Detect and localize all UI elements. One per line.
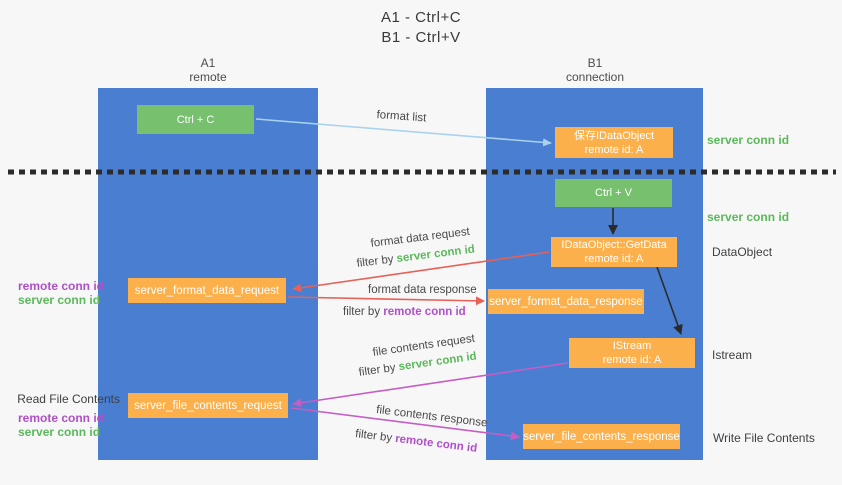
- server-conn-id-note-1: server conn id: [18, 293, 101, 307]
- server-file-contents-response-box: server_file_contents_response: [523, 424, 680, 449]
- file-request-arrow: [292, 362, 569, 408]
- column-header-a1: A1 remote: [128, 56, 288, 84]
- column-header-b1: B1 connection: [515, 56, 675, 84]
- save-dataobject-line1: 保存IDataObject: [573, 129, 655, 142]
- getdata-box: IDataObject::GetData remote id: A: [551, 237, 677, 267]
- server-format-data-request-box: server_format_data_request: [128, 278, 286, 303]
- istream-box: IStream remote id: A: [569, 338, 695, 368]
- ctrl-c-box: Ctrl + C: [137, 105, 254, 134]
- server-file-contents-request-box: server_file_contents_request: [128, 393, 288, 418]
- getdata-line1: IDataObject::GetData: [561, 239, 667, 251]
- remote-conn-id-note-1: remote conn id: [18, 279, 105, 293]
- dataobject-note: DataObject: [712, 245, 773, 259]
- column-a1-subtitle: remote: [189, 70, 227, 84]
- format-list-arrow: [255, 118, 552, 147]
- format-request-arrow: [292, 251, 550, 293]
- filter-by-remote-conn-id-label-1: filter by remote conn id: [343, 306, 466, 318]
- server-file-contents-response-label: server_file_contents_response: [523, 430, 680, 443]
- save-dataobject-box: 保存IDataObject remote id: A: [555, 127, 673, 158]
- istream-line1: IStream: [612, 340, 652, 352]
- format-response-arrow: [287, 296, 485, 306]
- server-conn-id-note-mid: server conn id: [707, 210, 790, 224]
- getdata-line2: remote id: A: [584, 253, 644, 265]
- read-file-contents-note: Read File Contents: [17, 392, 120, 406]
- format-data-response-label: format data response: [368, 284, 477, 296]
- istream-line2: remote id: A: [602, 354, 662, 366]
- server-conn-id-note-top: server conn id: [707, 133, 790, 147]
- column-b1-subtitle: connection: [565, 70, 625, 84]
- server-format-data-response-label: server_format_data_response: [489, 295, 643, 308]
- column-a1-name: A1: [200, 56, 216, 70]
- ctrl-v-box: Ctrl + V: [555, 179, 672, 207]
- ctrl-c-label: Ctrl + C: [176, 113, 215, 126]
- title-line-1: A1 - Ctrl+C: [380, 9, 462, 26]
- remote-conn-id-note-2: remote conn id: [18, 411, 105, 425]
- getdata-to-istream-arrow: [656, 266, 683, 335]
- istream-note: Istream: [712, 348, 753, 362]
- remote-conn-id-text: remote conn id: [383, 306, 466, 318]
- diagram-title: A1 - Ctrl+C B1 - Ctrl+V: [0, 8, 842, 48]
- filter-by-text: filter by: [343, 306, 384, 318]
- server-format-data-request-label: server_format_data_request: [134, 284, 280, 297]
- file-response-arrow: [290, 407, 520, 441]
- server-file-contents-request-label: server_file_contents_request: [134, 399, 282, 412]
- column-b1-name: B1: [587, 56, 603, 70]
- title-line-2: B1 - Ctrl+V: [381, 29, 461, 46]
- save-dataobject-line2: remote id: A: [584, 143, 644, 156]
- server-conn-id-note-2: server conn id: [18, 425, 101, 439]
- write-file-contents-note: Write File Contents: [713, 431, 815, 445]
- server-format-data-response-box: server_format_data_response: [488, 289, 644, 314]
- ctrl-v-label: Ctrl + V: [595, 187, 632, 199]
